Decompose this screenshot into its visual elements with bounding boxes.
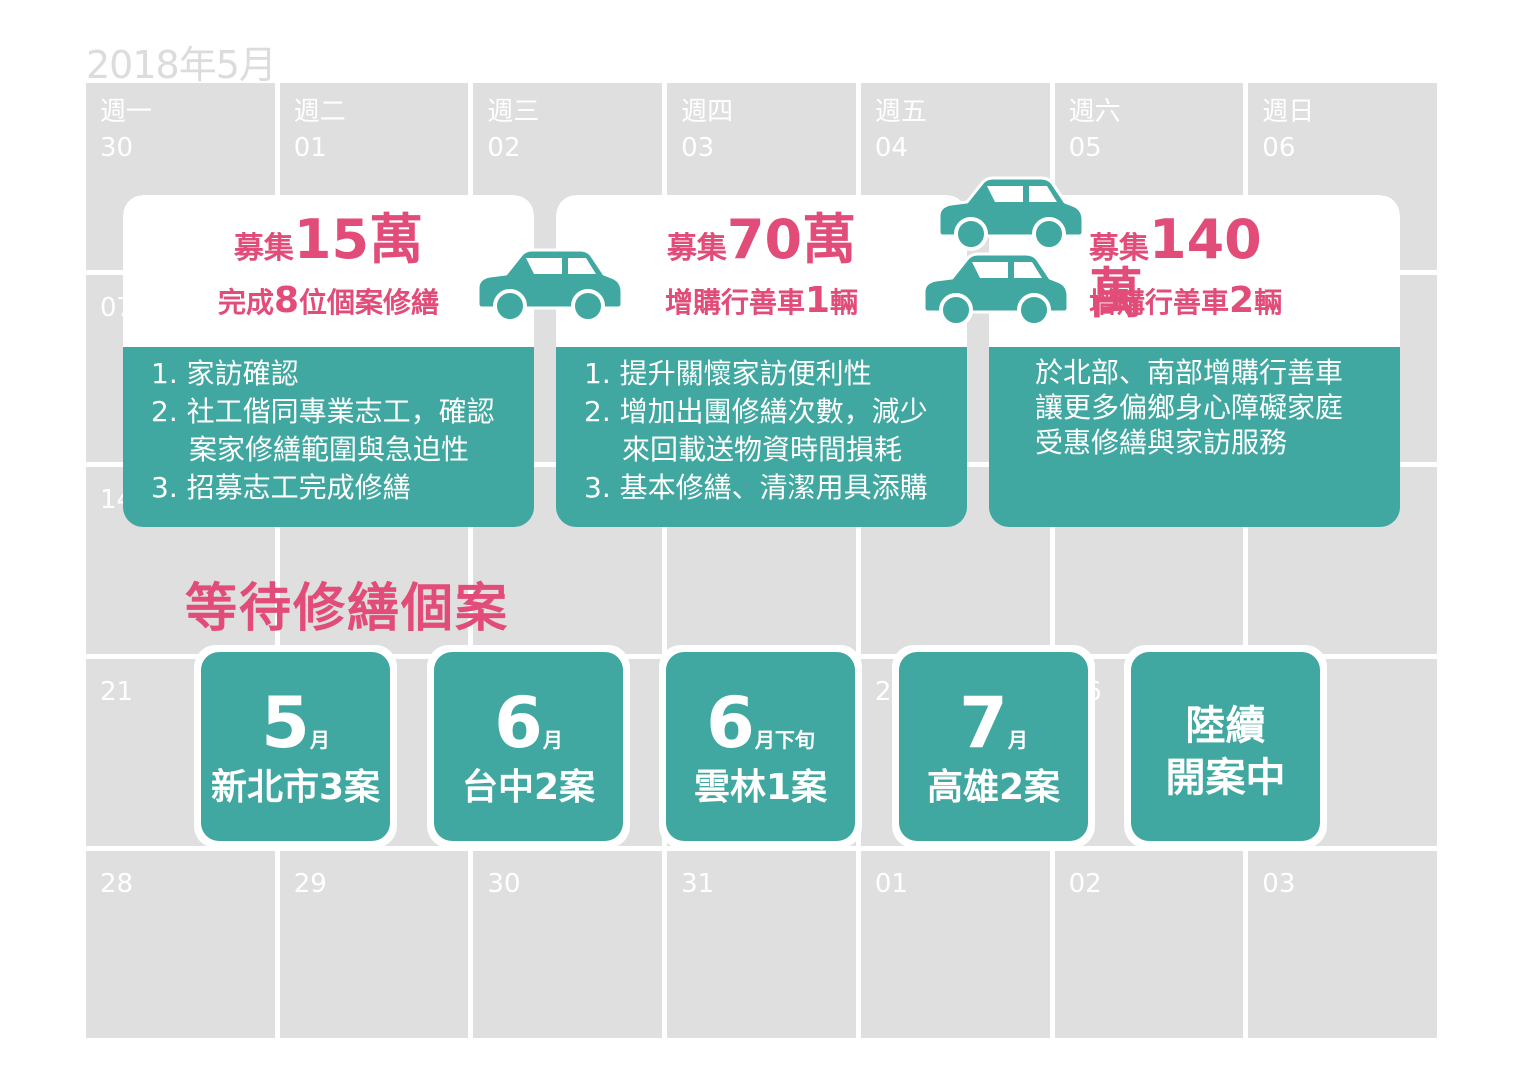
calendar-cell: 02	[1054, 851, 1244, 1038]
day-number: 01	[293, 133, 327, 163]
month-unit: 月	[309, 728, 330, 752]
calendar-cell: 29	[279, 851, 469, 1038]
goal-amount: 募集15萬	[123, 213, 534, 267]
goal-subtitle: 增購行善車1輛	[556, 283, 967, 319]
day-number: 03	[681, 133, 715, 163]
description-line: 於北部、南部增購行善車	[1035, 356, 1344, 389]
ongoing-line: 陸續	[1185, 703, 1266, 749]
goal-card-140: 募集140萬 增購行善車2輛 於北部、南部增購行善車 讓更多偏鄉身心障礙家庭 受…	[989, 195, 1400, 527]
day-number: 30	[487, 869, 521, 899]
weekday-label: 週三	[487, 97, 540, 127]
month-title: 2018年5月	[86, 43, 277, 87]
case-location: 雲林1案	[693, 767, 828, 808]
goal-card-15: 募集15萬 完成8位個案修繕 1. 家訪確認 2. 社工偕同專業志工，確認 案家…	[123, 195, 534, 527]
weekday-label: 週四	[681, 97, 734, 127]
car-icon	[922, 252, 1070, 327]
subtitle-number: 1	[804, 280, 831, 321]
goal-subtitle: 完成8位個案修繕	[123, 283, 534, 319]
goal-item: 3. 招募志工完成修繕	[151, 471, 411, 504]
goal-description: 於北部、南部增購行善車 讓更多偏鄉身心障礙家庭 受惠修繕與家訪服務	[1035, 355, 1343, 460]
subtitle-text: 增購行善車	[664, 286, 805, 319]
month-number: 6	[706, 682, 755, 764]
goal-items: 1. 提升關懷家訪便利性 2. 增加出團修繕次數，減少 來回載送物資時間損耗 3…	[584, 355, 928, 507]
car-icon	[937, 176, 1085, 251]
month-unit: 月	[1007, 728, 1028, 752]
case-tile: 6月下旬 雲林1案	[659, 645, 862, 848]
case-month: 7月	[899, 688, 1088, 758]
goal-item: 2. 社工偕同專業志工，確認 案家修繕範圍與急迫性	[151, 395, 495, 466]
goal-amount-value: 140萬	[1089, 208, 1262, 325]
calendar-cell: 28	[86, 851, 275, 1038]
calendar-cell: 01	[860, 851, 1050, 1038]
ongoing-line: 開案中	[1165, 755, 1286, 801]
day-number: 06	[1262, 133, 1296, 163]
day-number: 21	[100, 677, 134, 707]
subtitle-text: 輛	[1254, 286, 1283, 319]
case-tile: 6月 台中2案	[427, 645, 630, 848]
calendar-cell: 30	[473, 851, 663, 1038]
ongoing-text: 陸續 開案中	[1131, 700, 1320, 804]
month-number: 7	[959, 682, 1008, 764]
case-month: 6月	[434, 688, 623, 758]
goal-prefix: 募集	[233, 231, 294, 266]
weekday-label: 週五	[874, 97, 927, 127]
goal-amount-value: 70萬	[726, 208, 857, 271]
day-number: 28	[100, 869, 134, 899]
case-location: 台中2案	[461, 767, 596, 808]
car-icon	[476, 248, 624, 323]
subtitle-text: 輛	[830, 286, 859, 319]
case-tile: 5月 新北市3案	[194, 645, 397, 848]
subtitle-text: 增購行善車	[1089, 286, 1230, 319]
calendar-cell: 31	[667, 851, 856, 1038]
goal-items: 1. 家訪確認 2. 社工偕同專業志工，確認 案家修繕範圍與急迫性 3. 招募志…	[151, 355, 495, 507]
day-number: 01	[874, 869, 908, 899]
card-header-bg	[123, 195, 534, 347]
goal-card-70: 募集70萬 增購行善車1輛 1. 提升關懷家訪便利性 2. 增加出團修繕次數，減…	[556, 195, 967, 527]
goal-prefix: 募集	[1089, 231, 1149, 266]
case-month: 6月下旬	[666, 688, 855, 758]
day-number: 02	[1068, 869, 1102, 899]
day-number: 31	[681, 869, 715, 899]
day-number: 30	[100, 133, 134, 163]
subtitle-text: 完成	[217, 286, 274, 319]
month-unit: 月	[542, 728, 563, 752]
case-location: 高雄2案	[926, 767, 1061, 808]
subtitle-number: 2	[1229, 280, 1255, 321]
goal-prefix: 募集	[666, 231, 727, 266]
day-number: 02	[487, 133, 521, 163]
case-tile-ongoing: 陸續 開案中	[1124, 645, 1327, 848]
description-line: 受惠修繕與家訪服務	[1035, 426, 1288, 459]
month-number: 5	[261, 682, 310, 764]
day-number: 03	[1262, 869, 1296, 899]
weekday-label: 週日	[1262, 97, 1315, 127]
goal-item: 1. 家訪確認	[151, 357, 299, 390]
description-line: 讓更多偏鄉身心障礙家庭	[1035, 391, 1344, 424]
calendar-cell: 03	[1248, 851, 1437, 1038]
case-location: 新北市3案	[210, 767, 381, 808]
weekday-label: 週一	[100, 97, 153, 127]
case-tile: 7月 高雄2案	[892, 645, 1095, 848]
subtitle-number: 8	[273, 280, 300, 321]
month-number: 6	[494, 682, 543, 764]
case-month: 5月	[201, 688, 390, 758]
day-number: 04	[874, 133, 908, 163]
goal-amount: 募集70萬	[556, 213, 967, 267]
card-header-bg	[556, 195, 967, 347]
goal-amount-value: 15萬	[293, 208, 424, 271]
month-unit: 月下旬	[754, 728, 815, 752]
goal-item: 2. 增加出團修繕次數，減少 來回載送物資時間損耗	[584, 395, 928, 466]
weekday-label: 週六	[1068, 97, 1121, 127]
goal-item: 3. 基本修繕、清潔用具添購	[584, 471, 928, 504]
goal-item: 1. 提升關懷家訪便利性	[584, 357, 872, 390]
weekday-label: 週二	[293, 97, 346, 127]
goal-amount: 募集140萬	[1089, 213, 1300, 321]
day-number: 05	[1068, 133, 1102, 163]
subtitle-text: 位個案修繕	[299, 286, 440, 319]
waiting-title: 等待修繕個案	[185, 579, 510, 639]
day-number: 29	[293, 869, 327, 899]
goal-subtitle: 增購行善車2輛	[1089, 283, 1282, 319]
